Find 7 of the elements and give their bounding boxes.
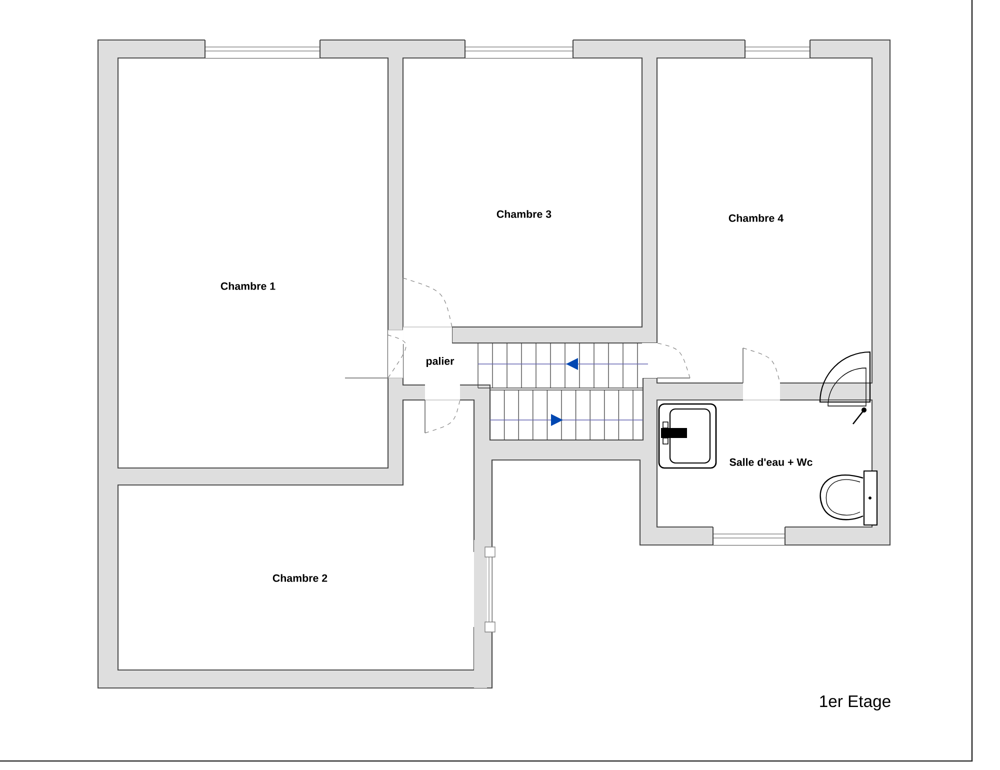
room-label: Chambre 3 [496,210,552,218]
floor-label: 1er Etage [820,696,890,710]
room-label: Chambre 2 [272,574,328,582]
room-label: Chambre 4 [728,214,784,222]
room-label: Salle d'eau + Wc [730,458,812,466]
room-label: palier [426,357,454,367]
room-label: Chambre 1 [220,282,276,290]
